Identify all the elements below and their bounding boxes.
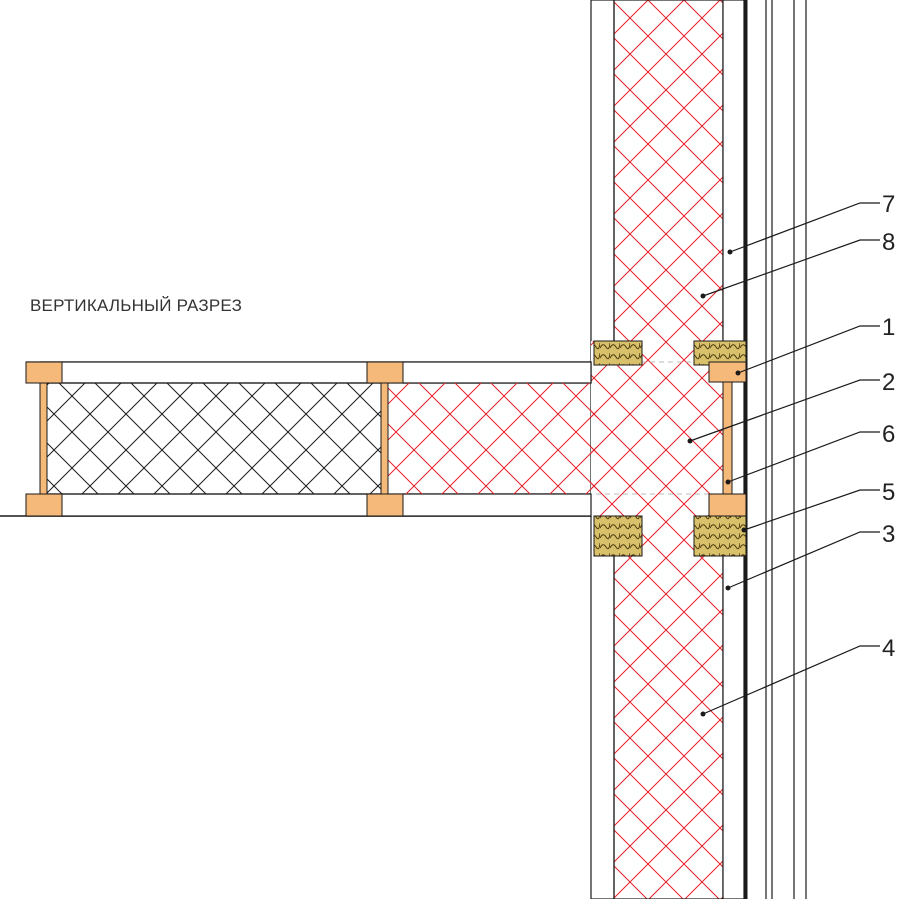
leader-3 bbox=[727, 531, 880, 589]
leader-7 bbox=[729, 202, 880, 253]
joist-mid-flange-bottom bbox=[366, 493, 404, 517]
leader-2 bbox=[689, 379, 880, 442]
callout-1: 1 bbox=[882, 314, 895, 341]
junction-insulation bbox=[591, 341, 723, 516]
floor-insulation-red bbox=[388, 383, 598, 494]
leader-dot bbox=[687, 438, 693, 444]
connector-flange-bottom bbox=[708, 493, 747, 517]
leader-dot bbox=[735, 370, 741, 376]
joist-left-flange-bottom bbox=[25, 493, 63, 517]
callout-6: 6 bbox=[882, 421, 895, 448]
leader-dot bbox=[727, 249, 733, 255]
callout-4: 4 bbox=[882, 635, 895, 662]
leader-5 bbox=[743, 489, 880, 531]
section-title: ВЕРТИКАЛЬНЫЙ РАЗРЕЗ bbox=[30, 296, 243, 315]
callout-5: 5 bbox=[882, 479, 895, 506]
floor-top-skin bbox=[39, 361, 592, 384]
joist-mid-web bbox=[380, 382, 389, 495]
leader-6 bbox=[727, 431, 880, 483]
leader-dot bbox=[725, 585, 731, 591]
leader-dot bbox=[725, 479, 731, 485]
leader-dot bbox=[700, 711, 706, 717]
seal-fiber-bottom-left bbox=[593, 515, 643, 557]
callout-7: 7 bbox=[882, 191, 895, 218]
joist-left-flange-top bbox=[25, 361, 63, 384]
floor-insulation-black bbox=[45, 382, 383, 495]
callout-3: 3 bbox=[882, 521, 895, 548]
leader-dot bbox=[741, 527, 747, 533]
joist-left-web bbox=[39, 382, 48, 495]
seal-fiber-top-left bbox=[593, 340, 643, 366]
callout-2: 2 bbox=[882, 369, 895, 396]
leader-4 bbox=[702, 645, 880, 715]
joist-mid-flange-top bbox=[366, 361, 404, 384]
leader-1 bbox=[737, 325, 880, 374]
leader-8 bbox=[702, 239, 880, 297]
floor-bottom-skin bbox=[39, 493, 592, 517]
seal-fiber-top-right bbox=[693, 340, 747, 366]
callout-8: 8 bbox=[882, 229, 895, 256]
connector-web bbox=[722, 381, 733, 495]
leader-dot bbox=[700, 293, 706, 299]
seal-fiber-bottom-right bbox=[693, 515, 747, 557]
